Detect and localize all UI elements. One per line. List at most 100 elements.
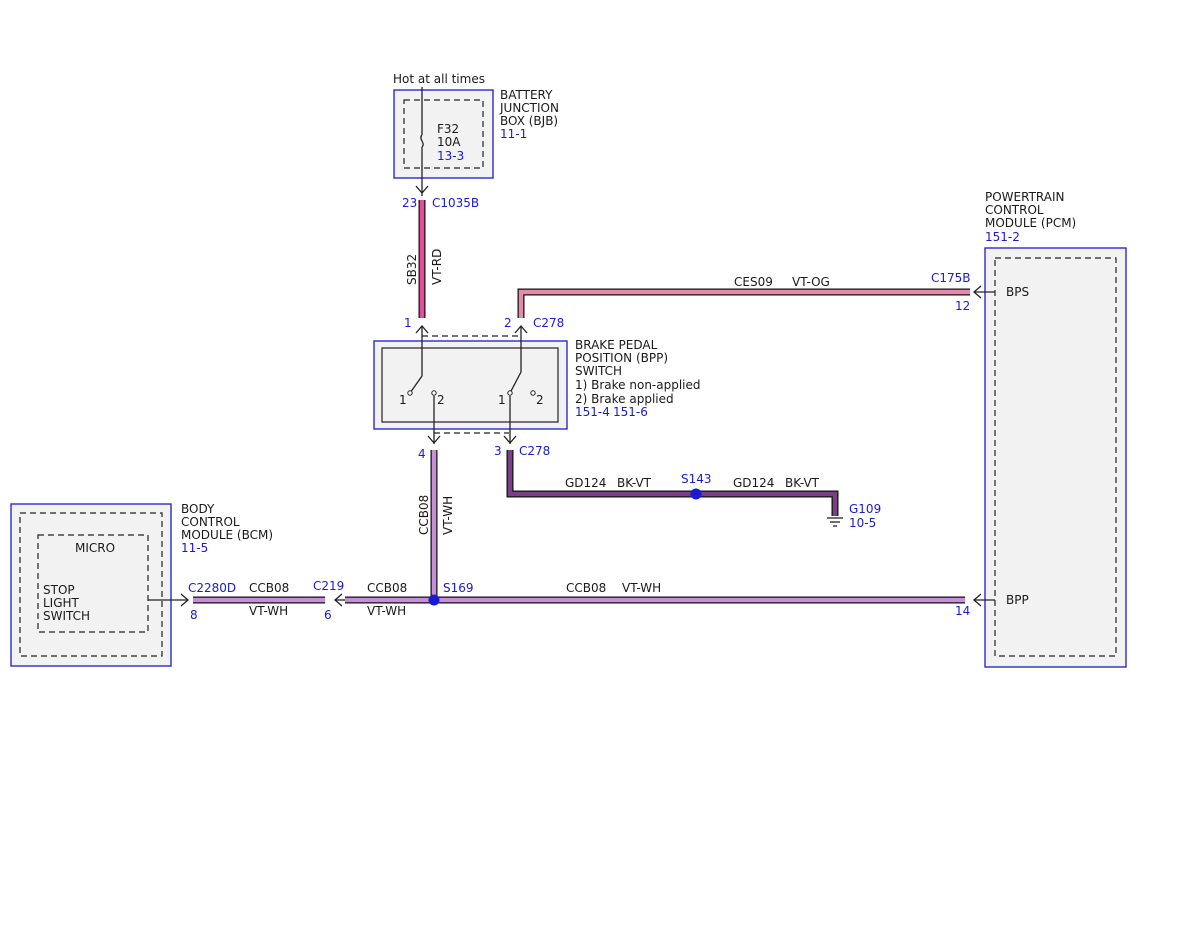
gd124-b-color: BK-VT [785,476,820,490]
c175b-pin14: 14 [955,604,970,618]
ground-icon [827,517,843,527]
bpp-left-blade [409,375,423,394]
wire-harness [193,200,970,604]
bjb-name-line1: BATTERY [500,88,553,102]
ccb08-h-color: VT-WH [622,581,661,595]
c278-bottom-pin3: 3 [494,444,502,458]
ccb08-l1-circuit: CCB08 [367,581,407,595]
body-control-module: MICRO STOP LIGHT SWITCH BODY CONTROL MOD… [10,502,273,667]
bcm-switch-line3: SWITCH [43,609,90,623]
c278-top-pin1: 1 [404,316,412,330]
bjb-inner-dashed [403,99,484,169]
g109-label: G109 [849,502,881,516]
g109-ref: 10-5 [849,516,876,530]
bcm-name-line2: CONTROL [181,515,240,529]
c1035b-pin: 23 [402,196,417,210]
bpp-inner-box [381,347,559,423]
s143-label: S143 [681,472,712,486]
fuse-ref: 13-3 [437,149,464,163]
battery-junction-box: Hot at all times F32 10A 13-3 BATTERY JU… [393,72,559,196]
wire-labels: 23 C1035B SB32 VT-RD 1 2 C278 CES09 VT-O… [188,196,971,622]
bcm-inner-dashed [19,512,163,657]
bpp-ref-1: 151-4 [575,405,610,419]
bcm-switch-line1: STOP [43,583,75,597]
c278-top-label: C278 [533,316,564,330]
bpp-right-pos2: 2 [536,393,544,407]
bjb-supply-label: Hot at all times [393,72,485,86]
ccb08-v-color: VT-WH [441,496,455,535]
bpp-left-pos1: 1 [399,393,407,407]
s169-splice-dot [428,594,440,606]
c278-top-pin2: 2 [504,316,512,330]
bjb-name-line3: BOX (BJB) [500,114,558,128]
pcm-pin-bpp: BPP [1006,593,1029,607]
bpp-left-contact-1 [407,390,413,396]
bpp-right-contact-2 [530,390,536,396]
gd124-a-circuit: GD124 [565,476,606,490]
fuse-icon [420,134,424,148]
c278-bottom-pin4: 4 [418,447,426,461]
bcm-input-arrow-icon [180,593,189,607]
bpp-name-line1: BRAKE PEDAL [575,338,658,352]
fuse-rating: 10A [437,135,461,149]
s169-label: S169 [443,581,474,595]
fuse-name: F32 [437,122,459,136]
c278-pin1-arrow-icon [415,325,429,334]
bcm-name-line3: MODULE (BCM) [181,528,273,542]
c278-pin4-arrow-icon [427,435,441,444]
ccb08-l1-color: VT-WH [367,604,406,618]
ces09-circuit: CES09 [734,275,773,289]
bjb-ref: 11-1 [500,127,527,141]
bcm-outline [10,503,172,667]
pcm-pin-bps: BPS [1006,285,1029,299]
bjb-outline [393,89,494,179]
bcm-switch-line2: LIGHT [43,596,80,610]
gd124-a-color: BK-VT [617,476,652,490]
pcm-name-line2: CONTROL [985,203,1044,217]
bpp-right-pos1: 1 [498,393,506,407]
c278-bottom-label: C278 [519,444,550,458]
pcm-name-line3: MODULE (PCM) [985,216,1076,230]
bpp-outline [373,340,568,430]
bpp-name-line2: POSITION (BPP) [575,351,668,365]
c2280d-pin: 8 [190,608,198,622]
ccb08-h-circuit: CCB08 [566,581,606,595]
c278-pin3-arrow-icon [503,435,517,444]
c219-label: C219 [313,579,344,593]
marks [334,488,843,607]
bcm-micro-label: MICRO [75,541,115,555]
pcm-inner-dashed [994,257,1117,657]
bpp-note-2: 2) Brake applied [575,392,674,406]
ces09-color: VT-OG [792,275,830,289]
c1035b-label: C1035B [432,196,479,210]
bpp-left-pos2: 2 [437,393,445,407]
pcm-outline [984,247,1127,668]
ccb08-v-circuit: CCB08 [417,495,431,535]
bpp-left-contact-2 [431,390,437,396]
c175b-pin12: 12 [955,299,970,313]
bpp-ref-2: 151-6 [613,405,648,419]
bpp-note-1: 1) Brake non-applied [575,378,701,392]
s143-splice-dot [690,488,702,500]
pcm-bps-arrow-icon [973,285,982,299]
brake-pedal-position-switch: 1 2 1 2 BRAKE PEDAL POSITION (BPP) SWITC… [373,325,701,444]
bcm-name-line1: BODY [181,502,215,516]
bpp-right-blade [509,371,522,394]
pcm-bpp-arrow-icon [973,593,982,607]
powertrain-control-module: POWERTRAIN CONTROL MODULE (PCM) 151-2 BP… [973,190,1127,668]
c219-pin: 6 [324,608,332,622]
wire-ces09 [518,289,970,318]
c2280d-label: C2280D [188,581,236,595]
c175b-label: C175B [931,271,971,285]
pcm-ref: 151-2 [985,230,1020,244]
ccb08-l2-circuit: CCB08 [249,581,289,595]
bjb-name-line2: JUNCTION [499,101,559,115]
c278-pin2-arrow-icon [514,325,528,334]
ccb08-l2-color: VT-WH [249,604,288,618]
pcm-name-line1: POWERTRAIN [985,190,1065,204]
bpp-name-line3: SWITCH [575,364,622,378]
connector-arrow-icon [415,185,429,194]
sb32-color: VT-RD [430,249,444,285]
wire-ces09-outline [517,288,970,318]
